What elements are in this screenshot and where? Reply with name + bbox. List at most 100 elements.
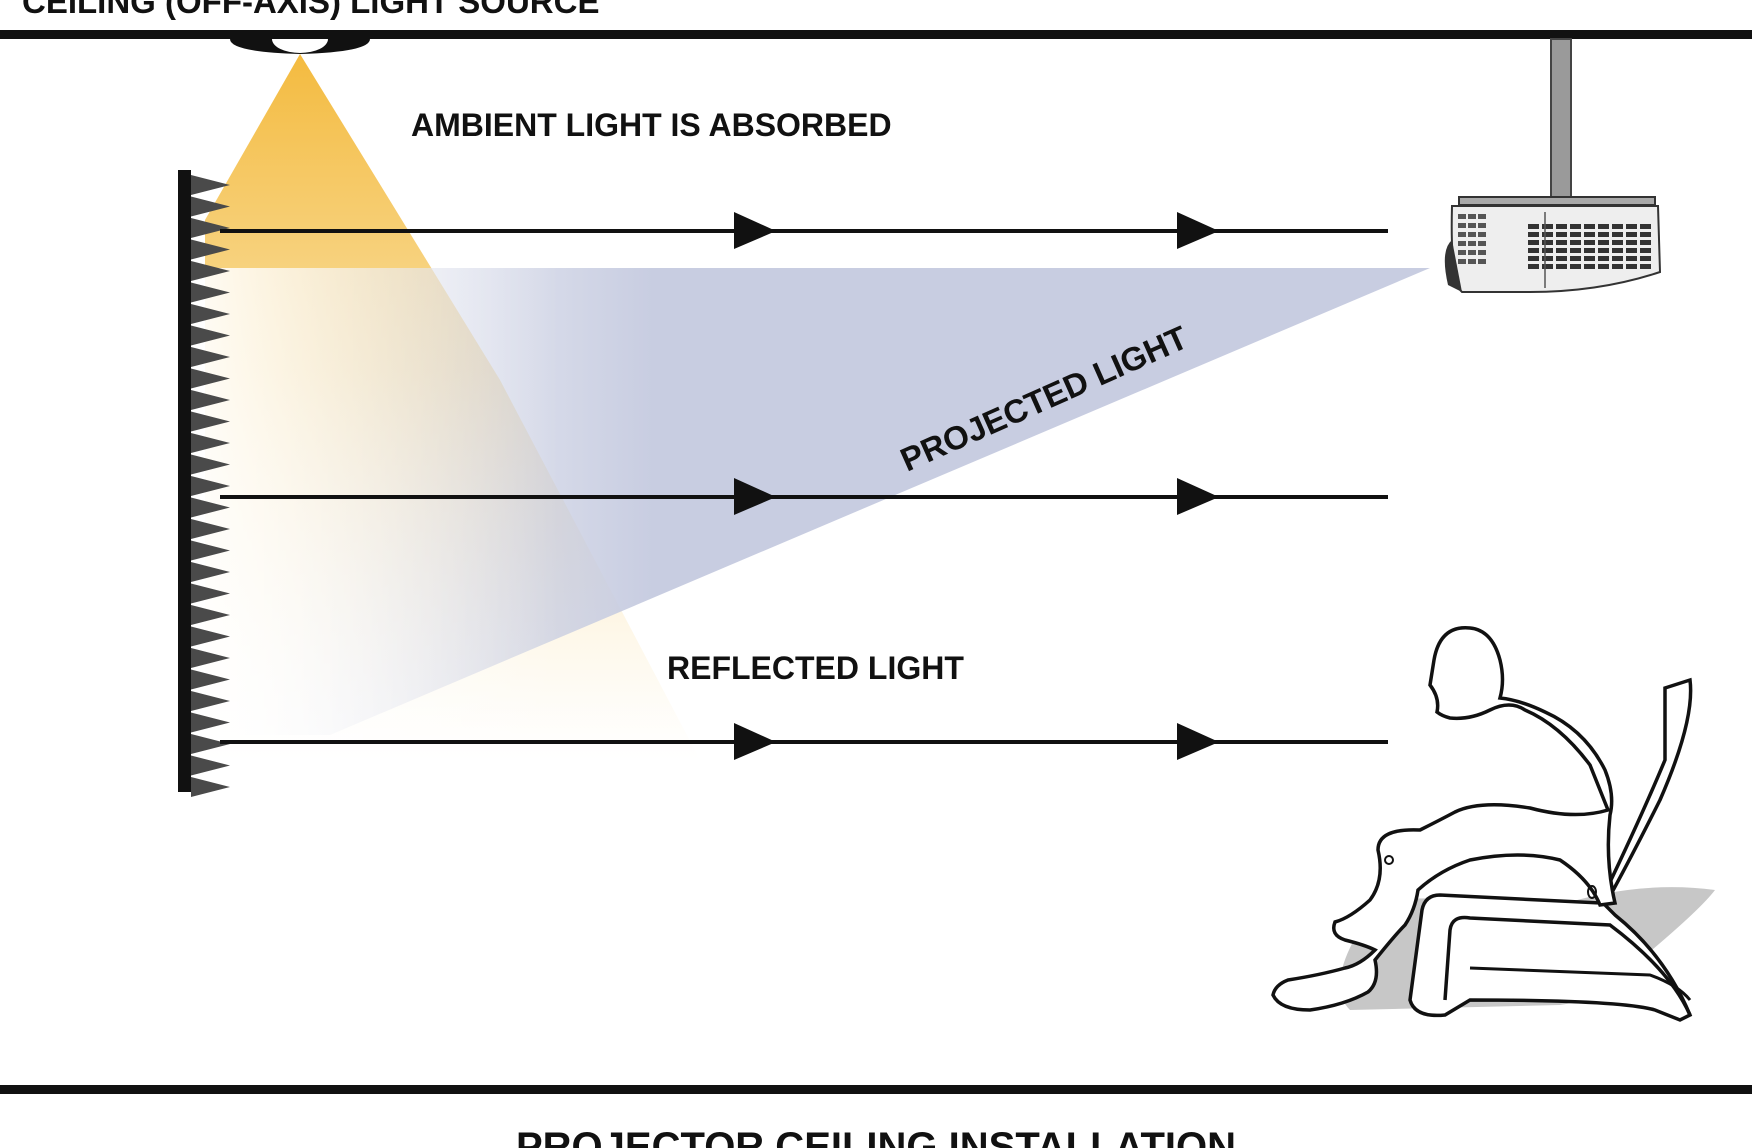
projector-vent [1598,240,1609,245]
projector-vent [1584,224,1595,229]
screen-tooth [191,476,230,496]
projected-ray [220,478,1388,515]
ceiling-lamp-icon [230,39,370,54]
projector-vent [1570,232,1581,237]
screen-tooth [191,411,230,432]
projector-vent [1478,223,1486,228]
screen-tooth [191,368,230,389]
screen-tooth [191,519,230,539]
projector-vent [1458,250,1466,255]
projector-vent [1598,248,1609,253]
screen-tooth [191,734,230,754]
projector-icon [1444,38,1662,293]
projector-vent [1542,240,1553,245]
projector-vent [1612,256,1623,261]
projector-vent [1598,232,1609,237]
screen-tooth [191,712,230,733]
projector-vent [1626,264,1637,269]
projector-vent [1556,248,1567,253]
projector-vent [1626,224,1637,229]
screen-tooth [191,777,230,797]
projector-vent [1542,256,1553,261]
projector-vent [1542,224,1553,229]
ambient-ray [220,212,1388,249]
projector-vent [1626,256,1637,261]
projector-vent [1478,232,1486,237]
projector-vent [1468,214,1476,219]
projector-vent [1640,240,1651,245]
projector-vent [1478,214,1486,219]
projector-vent [1584,256,1595,261]
projector-vent [1556,256,1567,261]
screen-tooth [191,669,230,690]
projector-vent [1542,248,1553,253]
projected-light-fade [205,268,560,740]
screen-tooth [191,626,230,647]
projector-vent [1640,232,1651,237]
projector-vent [1556,264,1567,269]
reflected-label: REFLECTED LIGHT [667,650,964,686]
projector-vent [1612,232,1623,237]
projector-vent [1528,264,1539,269]
screen-tooth [191,755,230,776]
screen-tooth [191,196,230,217]
screen-tooth [191,175,230,195]
projector-vent [1528,248,1539,253]
projector-vent [1528,256,1539,261]
projector-vent [1468,241,1476,246]
projector-vent [1584,232,1595,237]
projector-vent [1478,259,1486,264]
screen-tooth [191,390,230,410]
projector-vent [1468,232,1476,237]
screen-tooth [191,261,230,281]
screen-tooth [191,433,230,453]
serrated-screen-icon [178,170,230,797]
diagram-caption: PROJECTOR CEILING INSTALLATION [516,1125,1236,1148]
projector-vent [1468,259,1476,264]
projector-vent [1458,223,1466,228]
projector-vent [1626,248,1637,253]
projector-vent [1626,240,1637,245]
screen-tooth [191,691,230,711]
screen-tooth [191,347,230,367]
ceiling-line [0,30,1752,39]
projector-vent [1598,264,1609,269]
screen-tooth [191,325,230,346]
ray-arrow [734,723,776,760]
projector-vent [1640,248,1651,253]
projector-vent [1556,224,1567,229]
projector-vent [1478,250,1486,255]
ceiling-source-label: CEILING (OFF-AXIS) LIGHT SOURCE [22,0,599,20]
floor-line [0,1085,1752,1094]
projector-vent [1612,248,1623,253]
projector-vent [1542,264,1553,269]
projector-vent [1458,214,1466,219]
projector-vent [1612,240,1623,245]
projector-vent [1584,248,1595,253]
screen-tooth [191,497,230,518]
ambient-label: AMBIENT LIGHT IS ABSORBED [411,107,892,143]
projector-vent [1458,241,1466,246]
screen-tooth [191,218,230,238]
projector-vent [1598,224,1609,229]
seated-viewer-icon [1271,626,1715,1022]
projector-vent [1612,264,1623,269]
screen-tooth [191,239,230,260]
projector-vent [1458,232,1466,237]
screen-tooth [191,540,230,561]
screen-tooth [191,304,230,324]
screen-tooth [191,454,230,475]
screen-tooth [191,648,230,668]
projector-vent [1570,248,1581,253]
screen-tooth [191,583,230,604]
projector-vent [1640,264,1651,269]
projector-vent [1478,241,1486,246]
projector-vent [1570,256,1581,261]
screen-tooth [191,605,230,625]
projector-vent [1598,256,1609,261]
ray-arrow [734,478,776,515]
projector-vent [1556,240,1567,245]
projector-vent [1612,224,1623,229]
projector-vent [1640,256,1651,261]
